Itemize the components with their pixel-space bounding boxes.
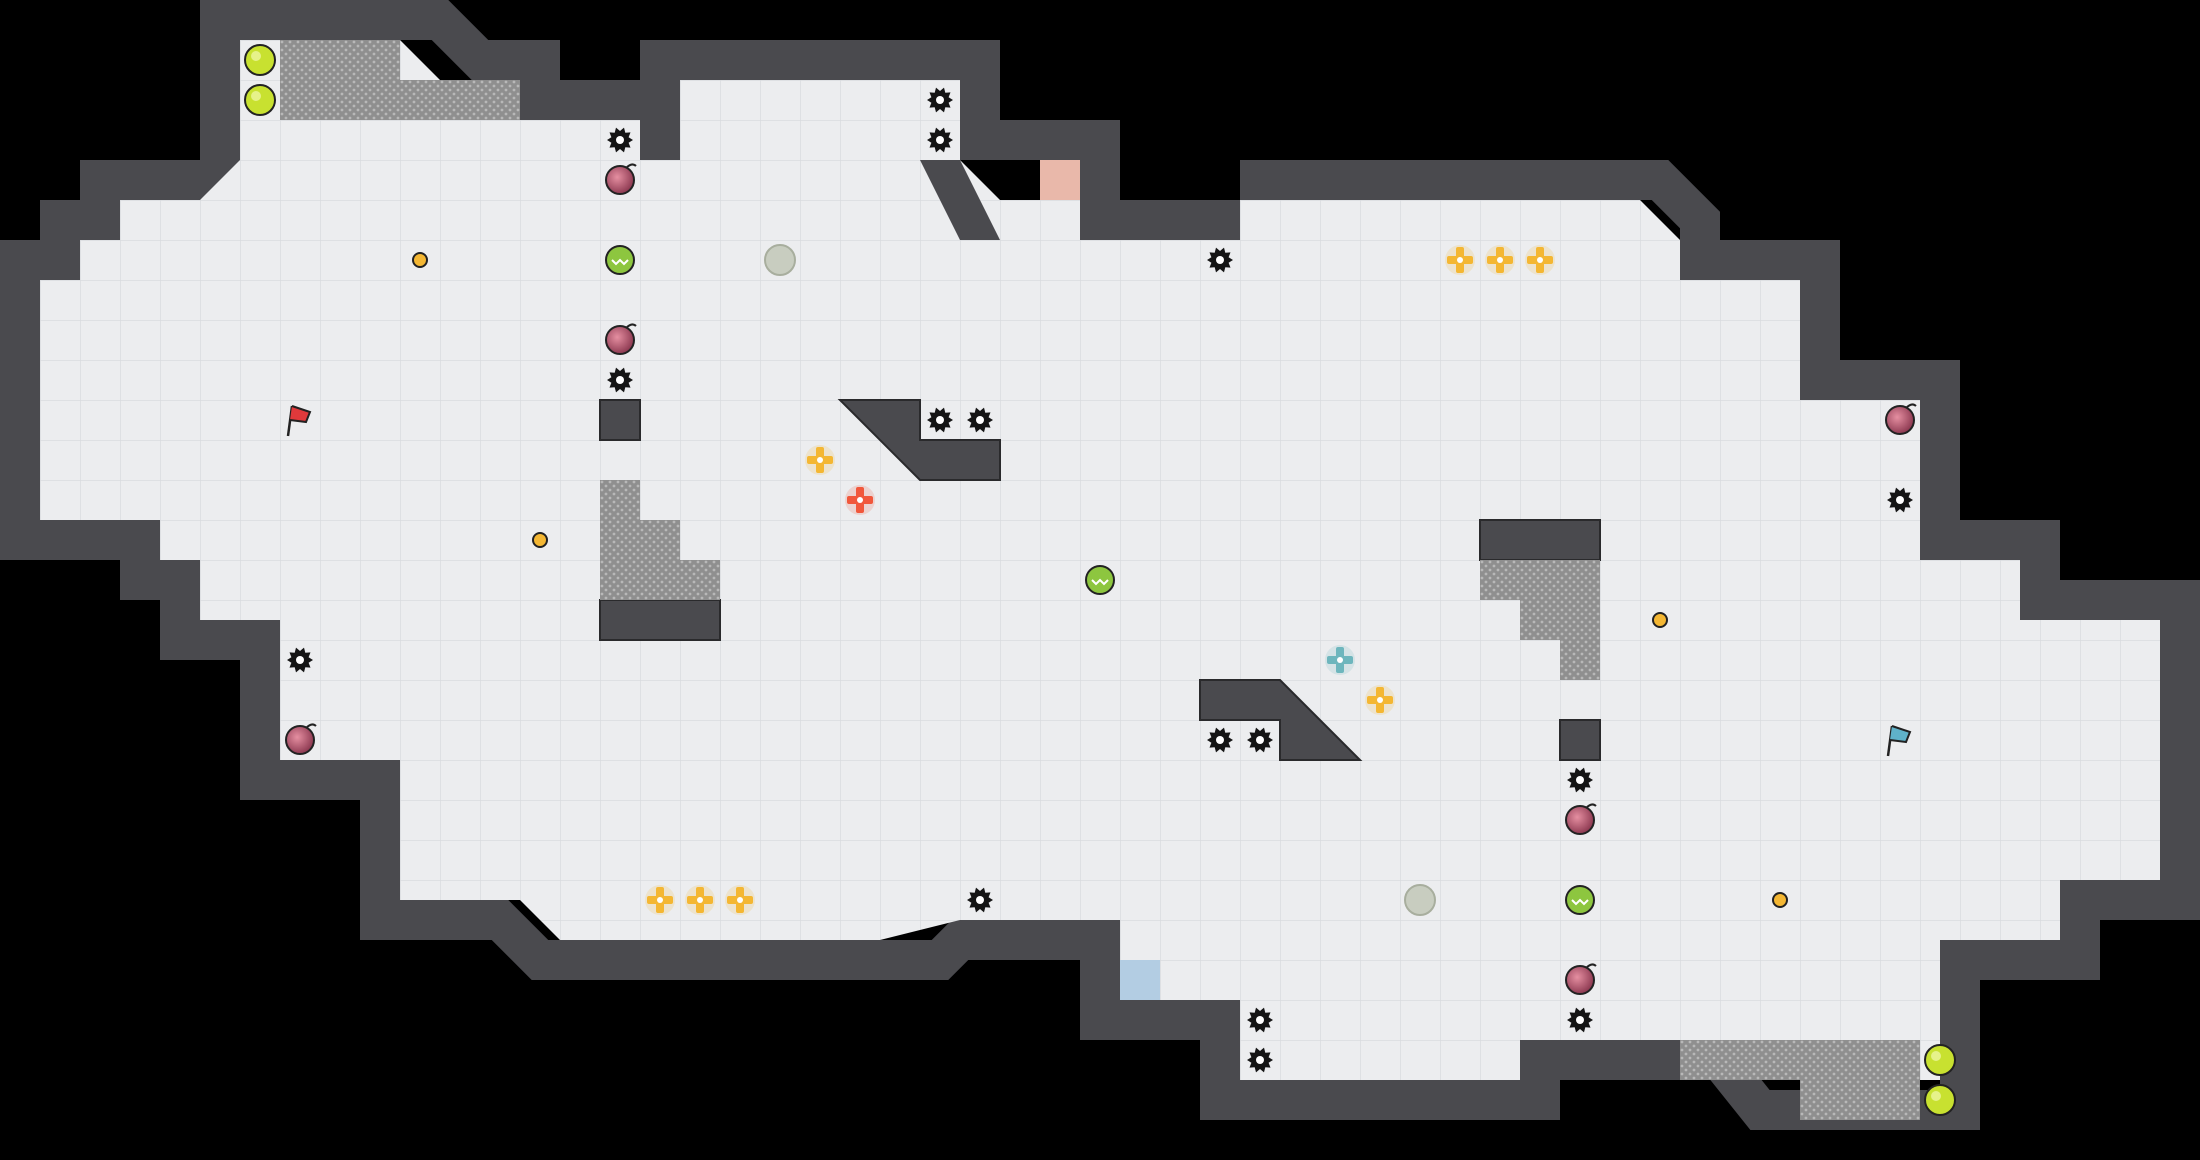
- grate-tile: [600, 560, 720, 600]
- spike-icon: [607, 367, 633, 393]
- boost-icon: [685, 885, 715, 915]
- entities: [244, 44, 1956, 1116]
- grate-tile: [1520, 600, 1600, 640]
- grate-tile: [600, 480, 640, 520]
- bomb-icon: [605, 163, 637, 195]
- spike-icon: [967, 887, 993, 913]
- gates: [1040, 160, 1160, 1000]
- spike-icon: [1247, 727, 1273, 753]
- spike-icon: [967, 407, 993, 433]
- powerup-icon: [244, 84, 276, 116]
- outer-wall: [0, 0, 2200, 1130]
- bomb-icon: [285, 723, 317, 755]
- powerup-icon: [244, 44, 276, 76]
- floor: [40, 40, 2160, 1080]
- walls: [0, 0, 2200, 1130]
- wall-slope: [640, 120, 680, 160]
- red-flag-icon: [286, 405, 312, 437]
- boost-icon: [1365, 685, 1395, 715]
- boost-icon: [645, 885, 675, 915]
- grate-tile: [280, 80, 520, 120]
- spike-icon: [1207, 247, 1233, 273]
- button-icon: [1652, 612, 1668, 628]
- spike-icon: [1247, 1007, 1273, 1033]
- spike-icon: [927, 127, 953, 153]
- powerup-icon: [1924, 1084, 1956, 1116]
- spike-icon: [1887, 487, 1913, 513]
- bomb-icon: [605, 323, 637, 355]
- boost-icon: [1445, 245, 1475, 275]
- spike-icon: [1567, 1007, 1593, 1033]
- spike-icon: [607, 127, 633, 153]
- grate-tile: [600, 520, 680, 560]
- toggle-icon: [1085, 565, 1115, 595]
- spike-icon: [287, 647, 313, 673]
- boost-icon: [1485, 245, 1515, 275]
- toggle-icon: [1565, 885, 1595, 915]
- boost-icon: [725, 885, 755, 915]
- grate-tile: [1680, 1040, 1920, 1080]
- grate-tile: [1560, 640, 1600, 680]
- wall-slope: [1199, 679, 1363, 761]
- button-icon: [412, 252, 428, 268]
- spike-icon: [1247, 1047, 1273, 1073]
- button-icon: [532, 532, 548, 548]
- blue-boost-icon: [1325, 645, 1355, 675]
- wall-block: [1559, 719, 1601, 761]
- grate-tile: [280, 40, 400, 80]
- boost-icon: [805, 445, 835, 475]
- wall-slope: [920, 160, 1000, 240]
- grate-tiles: [280, 40, 1920, 1120]
- wall-slope: [837, 399, 1001, 481]
- bomb-icon: [1565, 803, 1597, 835]
- spike-icon: [1207, 727, 1233, 753]
- spike-icon: [927, 407, 953, 433]
- grate-tile: [1480, 560, 1600, 600]
- blue-flag-icon: [1886, 725, 1912, 757]
- spike-icon: [927, 87, 953, 113]
- portal-icon: [764, 244, 796, 276]
- wall-block: [599, 599, 721, 641]
- bomb-icon: [1565, 963, 1597, 995]
- button-icon: [1772, 892, 1788, 908]
- red-gate: [1040, 160, 1080, 200]
- powerup-icon: [1924, 1044, 1956, 1076]
- toggle-icon: [605, 245, 635, 275]
- boost-icon: [1525, 245, 1555, 275]
- wall-block: [1479, 519, 1601, 561]
- wall-block: [599, 399, 641, 441]
- blue-gate: [1120, 960, 1160, 1000]
- grate-tile: [1800, 1080, 1920, 1120]
- spike-icon: [1567, 767, 1593, 793]
- bomb-icon: [1885, 403, 1917, 435]
- portal-icon: [1404, 884, 1436, 916]
- red-boost-icon: [845, 485, 875, 515]
